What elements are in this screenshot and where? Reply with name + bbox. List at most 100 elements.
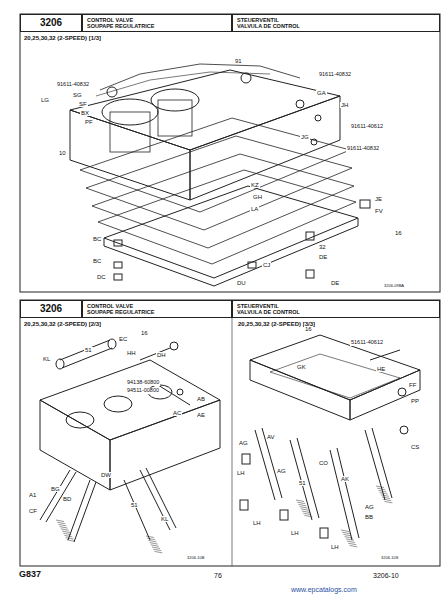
spring-coil <box>297 502 305 504</box>
callout-label: DE <box>318 254 328 260</box>
callout-label: 16 <box>140 330 149 336</box>
callout-label: DC <box>96 274 107 280</box>
callout-label: HH <box>126 350 137 356</box>
spring-coil <box>377 488 385 490</box>
callout-label: JG <box>300 134 310 140</box>
spring-coil <box>384 501 392 503</box>
heading-text: 20,25,30,32 (2-SPEED) [1/3] <box>23 35 102 41</box>
callout-label: GK <box>296 364 307 370</box>
callout-label: CO <box>318 460 329 466</box>
callout-label: BD <box>62 496 72 502</box>
spring-coil <box>376 486 384 488</box>
title-text: CONTROL VALVE <box>87 303 227 309</box>
callout-label: 51611-40612 <box>350 340 384 346</box>
callout-label: 91611-40832 <box>56 82 90 88</box>
callout-label: AG <box>238 440 249 446</box>
callout-label: 10 <box>58 150 67 156</box>
spring-coil <box>150 543 158 545</box>
title-text: SOUPAPE REGULATRICE <box>87 23 227 29</box>
spring-coil <box>57 522 65 524</box>
title-text: VALVULA DE CONTROL <box>237 309 435 315</box>
callout-label: 91611-40832 <box>346 146 380 152</box>
spring-coil <box>147 538 155 540</box>
callout-label: LH <box>252 520 262 526</box>
title-text: STEUERVENTIL <box>237 303 435 309</box>
spring-coil <box>343 534 351 536</box>
callout-label: SG <box>72 92 83 98</box>
callout-label: AB <box>196 396 206 402</box>
callout-label: PF <box>84 119 94 125</box>
callout-label: GH <box>252 194 263 200</box>
figure-code: 3206-10S <box>380 556 399 560</box>
spring-coil <box>342 532 350 534</box>
callout-label: KZ <box>250 182 260 188</box>
spring-coil <box>67 540 75 542</box>
callout-label: HE <box>376 366 386 372</box>
callout-label: LH <box>290 530 300 536</box>
callout-label: JE <box>374 196 383 202</box>
title-text: 3206 <box>25 303 77 315</box>
spring-coil <box>304 515 312 517</box>
callout-label: KL <box>160 516 169 522</box>
title-text: STEUERVENTIL <box>237 17 435 23</box>
spring-coil <box>383 499 391 501</box>
callout-label: GA <box>316 90 327 96</box>
spring-coil <box>349 545 357 547</box>
callout-label: 32 <box>318 244 327 250</box>
title-cell: CONTROL VALVESOUPAPE REGULATRICE <box>82 14 232 32</box>
callout-label: BG <box>50 486 61 492</box>
spring-coil <box>60 527 68 529</box>
callout-label: 51 <box>84 347 93 353</box>
title-cell: CONTROL VALVESOUPAPE REGULATRICE <box>82 300 232 318</box>
callout-label: 16 <box>304 326 313 332</box>
spring-coil <box>380 493 388 495</box>
spring-coil <box>378 490 386 492</box>
title-cell: STEUERVENTILVALVULA DE CONTROL <box>232 14 440 32</box>
figure-code: 3206-10B <box>186 556 205 560</box>
callout-label: www.epcatalogs.com <box>290 586 358 593</box>
callout-label: 16 <box>394 230 403 236</box>
spring-coil <box>154 551 162 553</box>
callout-label: A1 <box>28 492 37 498</box>
callout-label: 91611-40612 <box>350 124 384 130</box>
heading-text: G837 <box>18 570 42 579</box>
spring-coil <box>298 504 306 506</box>
spring-coil <box>58 524 66 526</box>
callout-label: LA <box>250 206 259 212</box>
callout-label: DH <box>156 352 167 358</box>
figure-code: 3206-09BA <box>383 284 405 288</box>
callout-label: AC <box>172 410 182 416</box>
callout-label: CJ <box>262 262 271 268</box>
spring-coil <box>341 530 349 532</box>
callout-label: 51 <box>298 480 307 486</box>
callout-label: LH <box>236 470 246 476</box>
callout-label: 76 <box>213 572 223 579</box>
title-text: VALVULA DE CONTROL <box>237 23 435 29</box>
spring-coil <box>382 497 390 499</box>
callout-label: DE <box>330 280 340 286</box>
callout-label: BB <box>364 514 374 520</box>
spring-coil <box>300 507 308 509</box>
spring-coil <box>296 500 304 502</box>
callout-label: AE <box>196 412 206 418</box>
spring-coil <box>381 495 389 497</box>
callout-label: FV <box>374 208 384 214</box>
spring-coil <box>61 529 69 531</box>
callout-label: AV <box>266 434 276 440</box>
callout-label: CS <box>410 444 420 450</box>
title-text: SOUPAPE REGULATRICE <box>87 309 227 315</box>
callout-label: LG <box>40 97 50 103</box>
callout-label: DW <box>100 472 112 478</box>
callout-label: JH <box>340 102 349 108</box>
spring-coil <box>301 509 309 511</box>
callout-label: 51 <box>130 502 139 508</box>
callout-label: 94138-60800 <box>126 380 160 386</box>
spring-coil <box>146 536 154 538</box>
title-cell: STEUERVENTILVALVULA DE CONTROL <box>232 300 440 318</box>
title-text: CONTROL VALVE <box>87 17 227 23</box>
callout-label: EC <box>118 336 128 342</box>
spring-coil <box>148 540 156 542</box>
callout-label: AK <box>340 476 350 482</box>
callout-label: BC <box>92 258 102 264</box>
